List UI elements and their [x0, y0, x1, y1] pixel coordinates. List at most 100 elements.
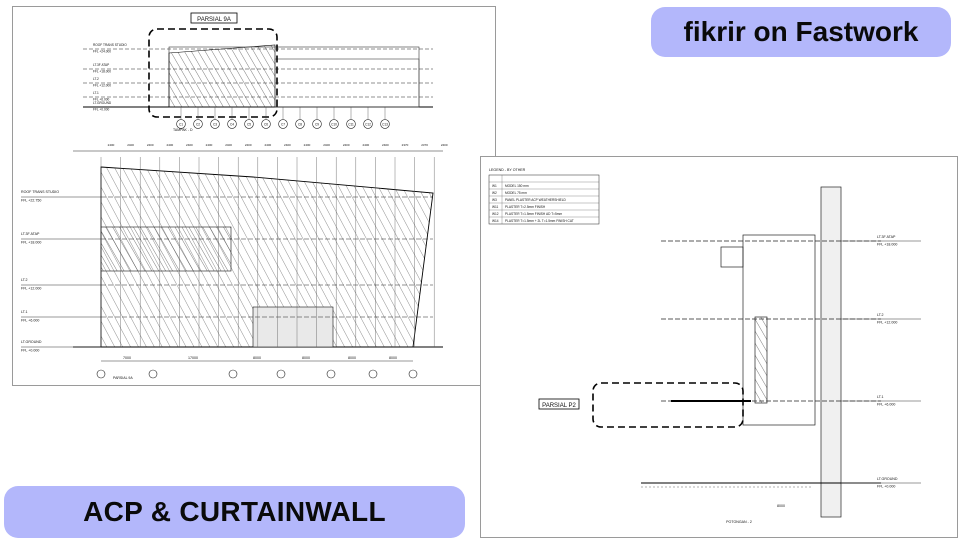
level-ffl: FFL +24.000 [93, 50, 111, 54]
section-level-ffl: FFL +12.000 [877, 321, 897, 325]
section-level-ffl: FFL +18.000 [877, 243, 897, 247]
section-level-name: LT.3F ATAP [877, 235, 896, 239]
legend-description: PLASTER T=2.5mm FINISH [505, 205, 546, 209]
grid-label: C4 [230, 123, 234, 127]
author-badge: fikrir on Fastwork [651, 7, 951, 57]
grid-bubble [329, 119, 339, 129]
main-level-ffl: FFL +0.000 [21, 349, 39, 353]
grid-bubble [148, 369, 158, 379]
top-dimension: 2370 [421, 143, 428, 147]
level-name: ROOF TRANS STUDIO [93, 43, 127, 47]
grid-bubble [312, 119, 322, 129]
grid-label: C12 [365, 123, 371, 127]
top-dimension: 2400 [304, 143, 311, 147]
top-dimension: 2400 [147, 143, 154, 147]
grid-label: C7 [281, 123, 285, 127]
level-ffl: FFL +12.000 [93, 84, 111, 88]
top-dimension: 2400 [206, 143, 213, 147]
legend-description: MODEL 75 mm [505, 191, 527, 195]
grid-bubble [276, 369, 286, 379]
grid-bubble [408, 369, 418, 379]
top-dimension: 2400 [186, 143, 193, 147]
top-dimension: 2400 [362, 143, 369, 147]
level-ffl: FFL +6.000 [93, 98, 109, 102]
section-callout-label: PARSIAL P2 [542, 403, 576, 409]
main-level-name: LT.2 [21, 278, 28, 282]
main-level-ffl: FFL +6.000 [21, 319, 39, 323]
section-caption: POTONGAN - 2 [726, 520, 752, 524]
legend-code: W14 [492, 219, 499, 223]
title-badge: ACP & CURTAINWALL [4, 486, 465, 538]
legend-description: PLASTER T=1.5mm + 2L T=1.5mm FINISH CAT [505, 219, 574, 223]
grid-bubble [326, 369, 336, 379]
main-level-name: ROOF TRANS STUDIO [21, 190, 59, 194]
top-dimension: 2400 [323, 143, 330, 147]
level-name: LT.GROUND [93, 101, 112, 105]
grid-label: C13 [382, 123, 388, 127]
top-dimension: 2400 [166, 143, 173, 147]
grid-bubble [193, 119, 203, 129]
bottom-dimension: 8000 [302, 356, 310, 360]
grid-label: C11 [348, 123, 354, 127]
top-dimension: 2400 [382, 143, 389, 147]
bottom-dimension: 8000 [389, 356, 397, 360]
section-level-name: LT.2 [877, 313, 884, 317]
top-view-caption: TAMPAK - D [173, 128, 193, 132]
legend-description: PLASTER T=1.5mm FINISH AD T=5mm [505, 212, 562, 216]
top-dimension: 2400 [245, 143, 252, 147]
grid-bubble [278, 119, 288, 129]
grid-label: C8 [298, 123, 302, 127]
grid-label: C9 [315, 123, 319, 127]
main-level-name: LT.GROUND [21, 340, 42, 344]
bottom-dimension: 8000 [348, 356, 356, 360]
top-dimension: 2400 [108, 143, 115, 147]
main-level-ffl: FFL +12.000 [21, 287, 41, 291]
grid-bubble [227, 119, 237, 129]
top-dimension: 2370 [402, 143, 409, 147]
grid-bubble [346, 119, 356, 129]
main-level-ffl: FFL +22.750 [21, 199, 41, 203]
level-ffl: FFL +18.000 [93, 70, 111, 74]
top-dimension: 2400 [127, 143, 134, 147]
top-dimension: 2400 [441, 143, 448, 147]
grid-label: C2 [196, 123, 200, 127]
top-dimension: 2400 [284, 143, 291, 147]
grid-bubble [363, 119, 373, 129]
grid-bubble [295, 119, 305, 129]
grid-bubble [96, 369, 106, 379]
top-dimension: 2400 [225, 143, 232, 147]
grid-bubble [380, 119, 390, 129]
section-level-name: LT.1 [877, 395, 884, 399]
level-name: LT.1 [93, 91, 99, 95]
bottom-view-caption: PARSIAL 9A [113, 376, 133, 380]
top-dimension: 2400 [343, 143, 350, 147]
main-level-ffl: FFL +18.000 [21, 241, 41, 245]
grid-bubble [368, 369, 378, 379]
grid-label: C3 [213, 123, 217, 127]
callout-boundary [148, 28, 278, 118]
section-level-ffl: FFL +0.000 [877, 485, 895, 489]
grid-bubble [210, 119, 220, 129]
callout-label: PARSIAL 9A [197, 17, 231, 23]
grid-label: C5 [247, 123, 251, 127]
section-level-name: LT.GROUND [877, 477, 898, 481]
legend-description: MODEL 150 mm [505, 184, 529, 188]
legend-code: W11 [492, 205, 499, 209]
section-callout-boundary [592, 382, 744, 428]
grid-label: C10 [331, 123, 337, 127]
grid-label: C6 [264, 123, 268, 127]
main-level-name: LT.3F ATAP [21, 232, 40, 236]
bottom-dimension: 17000 [188, 356, 198, 360]
level-ffl: FFL +0.000 [93, 108, 109, 112]
main-level-name: LT.1 [21, 310, 28, 314]
legend-description: PANEL PLASTER ACP WEATHERSHIELD [505, 198, 567, 202]
bottom-dimension: 7000 [123, 356, 131, 360]
bottom-dimension: 8000 [253, 356, 261, 360]
section-level-ffl: FFL +6.000 [877, 403, 895, 407]
level-name: LT.3F ATAP [93, 63, 109, 67]
